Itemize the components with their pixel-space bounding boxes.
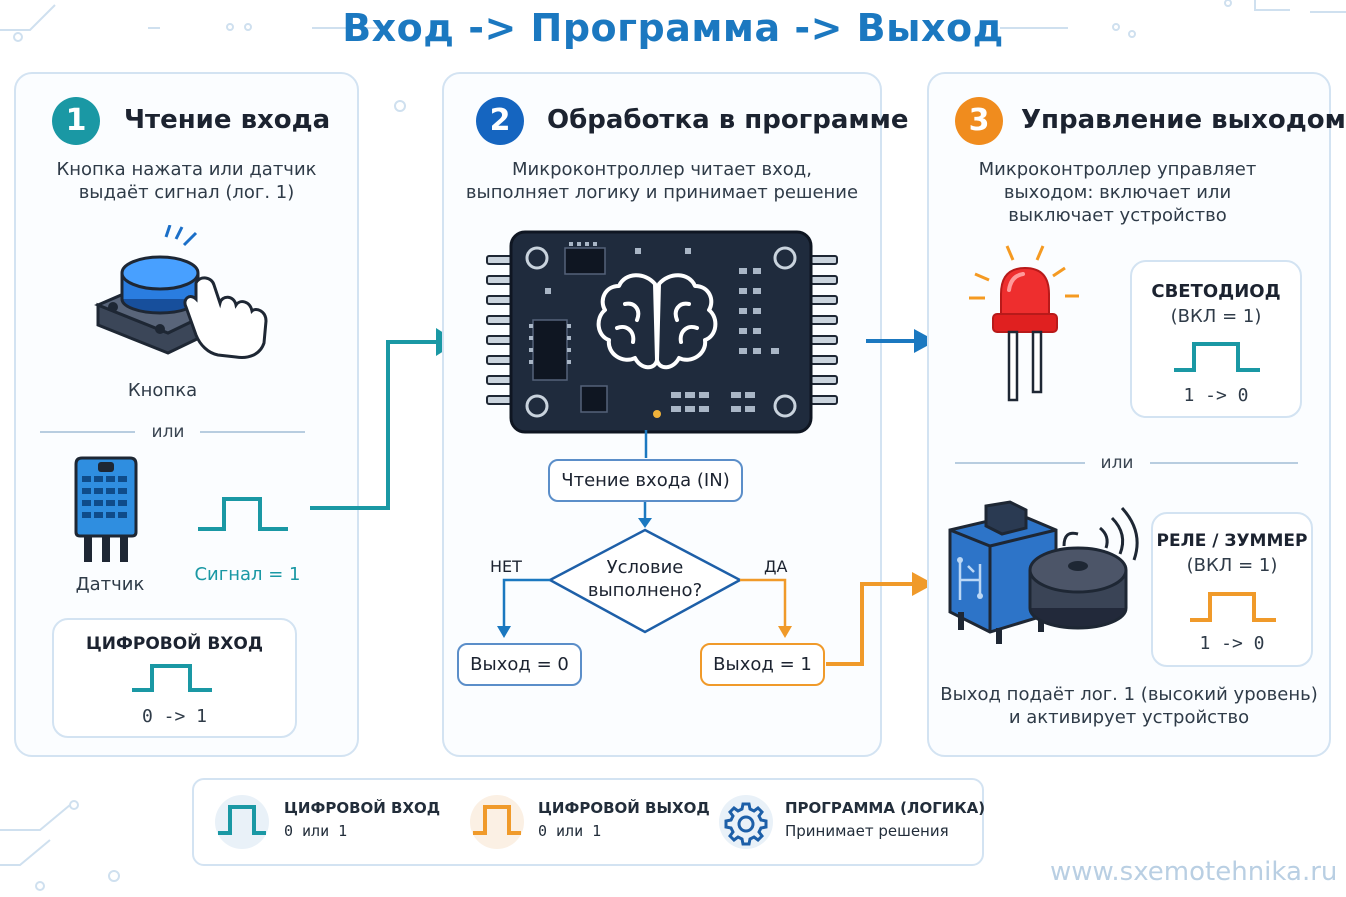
- legend-input-subtitle: 0 или 1: [284, 822, 348, 840]
- page-title: Вход -> Программа -> Выход: [342, 6, 1004, 50]
- signal-pulse-icon: [198, 497, 288, 531]
- or-label-panel3: или: [1100, 453, 1134, 473]
- led-transition: 1 -> 0: [1183, 385, 1249, 406]
- or-label-panel1: или: [151, 422, 185, 442]
- signal-label: Сигнал = 1: [194, 564, 301, 585]
- or-divider-right-panel3: [1150, 462, 1298, 464]
- panel1-desc-line1: Кнопка нажата или датчик: [56, 159, 317, 180]
- legend-panel: [192, 778, 984, 866]
- button-label: Кнопка: [127, 380, 198, 401]
- output-zero-result: Выход = 0: [457, 643, 582, 686]
- gear-icon: [719, 795, 773, 849]
- legend-program-subtitle: Принимает решения: [785, 822, 949, 840]
- panel1-title: Чтение входа: [124, 105, 331, 135]
- panel3-desc-line1: Микроконтроллер управляет: [978, 159, 1257, 180]
- panel3-footer: Выход подаёт лог. 1 (высокий уровень) и …: [935, 683, 1323, 729]
- relay-title: РЕЛЕ / ЗУММЕР: [1156, 531, 1308, 551]
- sensor-icon: [74, 456, 138, 562]
- step-badge-1: 1: [52, 97, 100, 145]
- panel3-desc-line3: выключает устройство: [1008, 205, 1227, 226]
- legend-program-title: ПРОГРАММА (ЛОГИКА): [785, 799, 986, 817]
- read-input-step: Чтение входа (IN): [548, 459, 743, 502]
- step-badge-2: 2: [476, 97, 524, 145]
- panel3-footer-line2: и активирует устройство: [1008, 707, 1250, 728]
- push-button-icon: [94, 225, 268, 359]
- panel2-title: Обработка в программе: [547, 105, 909, 135]
- led-card: [1130, 260, 1302, 418]
- panel3-description: Микроконтроллер управляет выходом: включ…: [935, 158, 1300, 227]
- panel2-desc-line2: выполняет логику и принимает решение: [465, 182, 859, 203]
- relay-card: [1151, 512, 1313, 667]
- orange-pulse-icon: [470, 795, 524, 849]
- or-divider-left-panel3: [955, 462, 1085, 464]
- led-title: СВЕТОДИОД: [1151, 281, 1281, 302]
- digital-input-transition: 0 -> 1: [141, 706, 208, 727]
- sensor-label: Датчик: [75, 574, 145, 595]
- step-badge-3: 3: [955, 97, 1003, 145]
- teal-pulse-icon: [215, 795, 269, 849]
- led-pulse-icon: [1174, 342, 1260, 372]
- digital-input-card: [52, 618, 297, 738]
- output-one-to-relay-arrow: [826, 572, 934, 666]
- panel2-description: Микроконтроллер читает вход, выполняет л…: [450, 158, 874, 204]
- board-to-read-connector: [644, 430, 648, 458]
- input-to-program-arrow: [310, 328, 458, 510]
- or-divider-right: [200, 431, 305, 433]
- condition-line1: Условие: [606, 557, 684, 578]
- led-icon: [969, 245, 1079, 402]
- legend-input-title: ЦИФРОВОЙ ВХОД: [284, 799, 441, 817]
- panel1-description: Кнопка нажата или датчик выдаёт сигнал (…: [24, 158, 349, 204]
- panel3-title: Управление выходом: [1021, 105, 1346, 135]
- condition-text: Условие выполнено?: [565, 556, 725, 602]
- condition-line2: выполнено?: [587, 580, 703, 601]
- panel2-desc-line1: Микроконтроллер читает вход,: [512, 159, 812, 180]
- branch-no-label: НЕТ: [490, 557, 522, 576]
- microcontroller-board-icon: [486, 230, 838, 434]
- legend-output-title: ЦИФРОВОЙ ВЫХОД: [538, 799, 710, 817]
- panel3-footer-line1: Выход подаёт лог. 1 (высокий уровень): [940, 684, 1318, 705]
- legend-output-subtitle: 0 или 1: [538, 822, 602, 840]
- panel1-desc-line2: выдаёт сигнал (лог. 1): [78, 182, 295, 203]
- digital-input-title: ЦИФРОВОЙ ВХОД: [86, 634, 263, 654]
- output-one-result: Выход = 1: [700, 643, 825, 686]
- panel3-desc-line2: выходом: включает или: [1003, 182, 1232, 203]
- led-state: (ВКЛ = 1): [1170, 306, 1262, 327]
- relay-state: (ВКЛ = 1): [1186, 555, 1278, 576]
- flowchart-connectors: [497, 502, 792, 638]
- relay-pulse-icon: [1190, 592, 1276, 622]
- digital-input-pulse-icon: [132, 664, 212, 692]
- or-divider-left: [40, 431, 135, 433]
- program-to-output-arrow: [866, 329, 936, 353]
- watermark: www.sxemotehnika.ru: [1050, 857, 1338, 887]
- relay-transition: 1 -> 0: [1199, 633, 1265, 654]
- relay-buzzer-icon: [948, 500, 1139, 644]
- branch-yes-label: ДА: [764, 557, 788, 576]
